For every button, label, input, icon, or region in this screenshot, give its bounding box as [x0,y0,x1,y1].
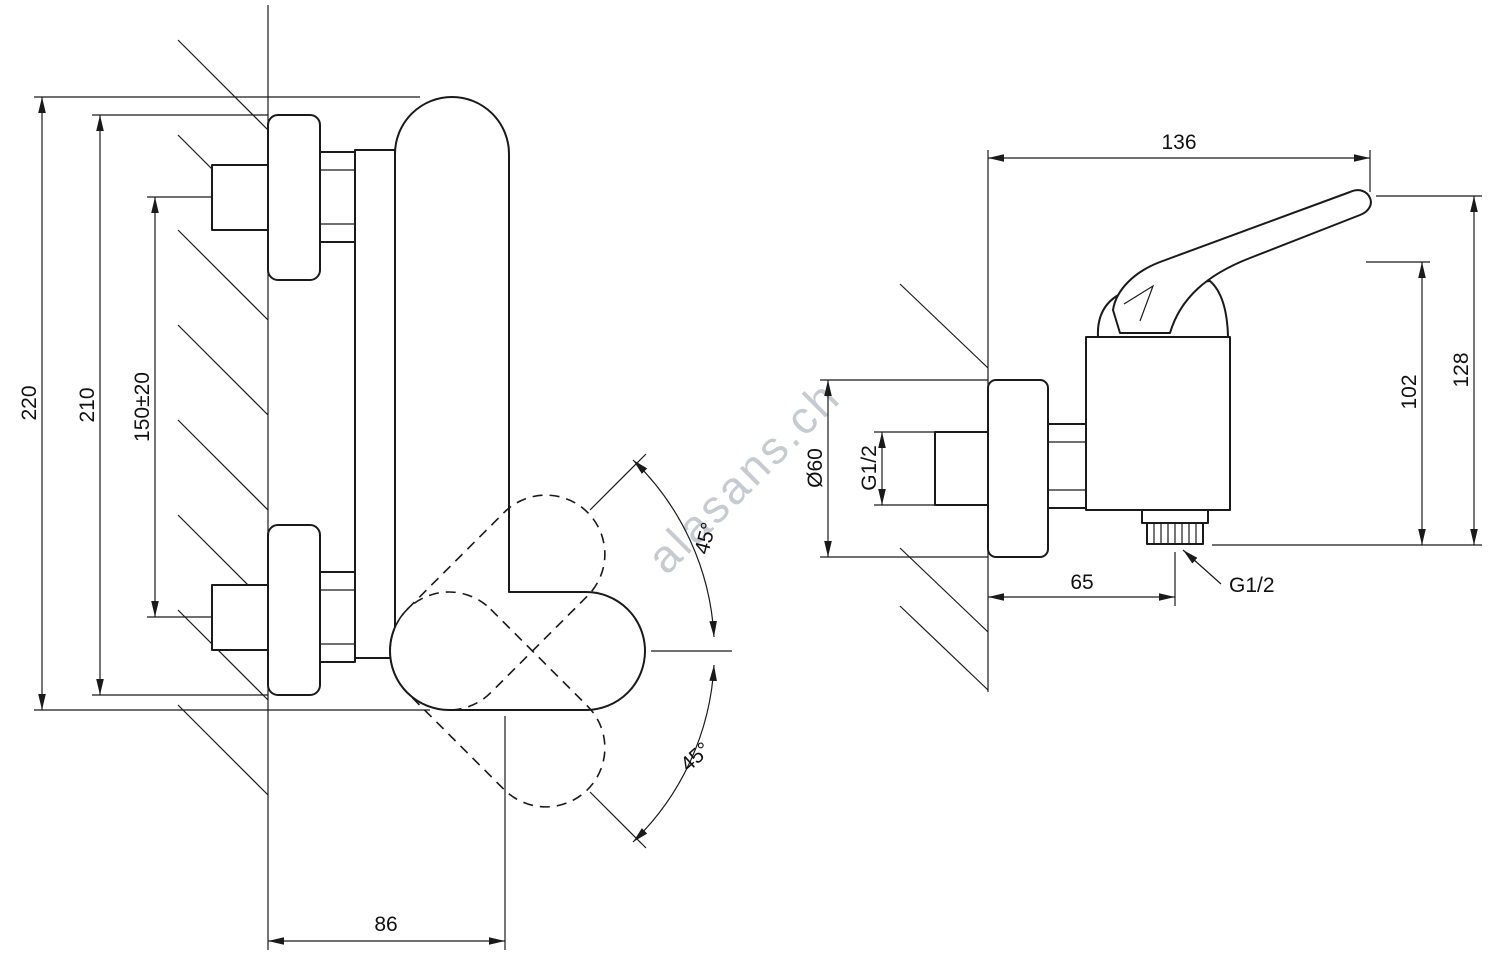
bracket-top [267,114,321,281]
dim-flange-diameter: Ø60 [804,448,827,488]
inlet-bottom [211,584,269,651]
dim-outlet-thread: G1/2 [1229,574,1275,597]
lever-handle [1112,189,1372,334]
inlet-front [934,431,989,506]
dim-height-total: 128 [1450,352,1473,387]
adapter-top [319,151,356,243]
swing-angle-dimension: 45° 45° [589,453,732,849]
flange [987,379,1049,558]
side-view: 45° 45° 220 210 150±20 86 [18,5,732,950]
dim-overall-height: 220 [18,385,41,420]
lever-handle-detail [1123,284,1155,322]
body-side [394,96,510,628]
dim-swing-down: 45° [676,738,715,776]
dim-height-body: 102 [1398,374,1421,409]
inlet-top [211,164,269,231]
dim-inlet-spacing: 150±20 [131,372,154,442]
body-front [1085,336,1231,511]
adapter-front [1047,423,1087,509]
dim-mount-height: 210 [76,387,99,422]
body-side-fill [395,97,509,650]
wall-hatching-left [177,39,269,796]
adapter-bottom [319,571,356,663]
outlet-thread-lines [1153,523,1197,544]
dim-width: 136 [1161,131,1196,154]
wall-hatching-right [899,283,989,691]
dim-outlet-offset: 65 [1070,571,1093,594]
front-view-dimensions: 136 128 102 Ø60 G1/2 65 G1/2 [804,131,1482,606]
side-view-dimensions: 220 210 150±20 86 [18,96,506,950]
spout-swung-down [389,591,606,808]
dim-inlet-thread: G1/2 [858,445,881,491]
mounting-plate [354,149,396,659]
front-view: 136 128 102 Ø60 G1/2 65 G1/2 [804,131,1482,692]
outlet [1141,509,1209,545]
dim-depth: 86 [374,913,397,936]
bracket-bottom [267,524,321,696]
